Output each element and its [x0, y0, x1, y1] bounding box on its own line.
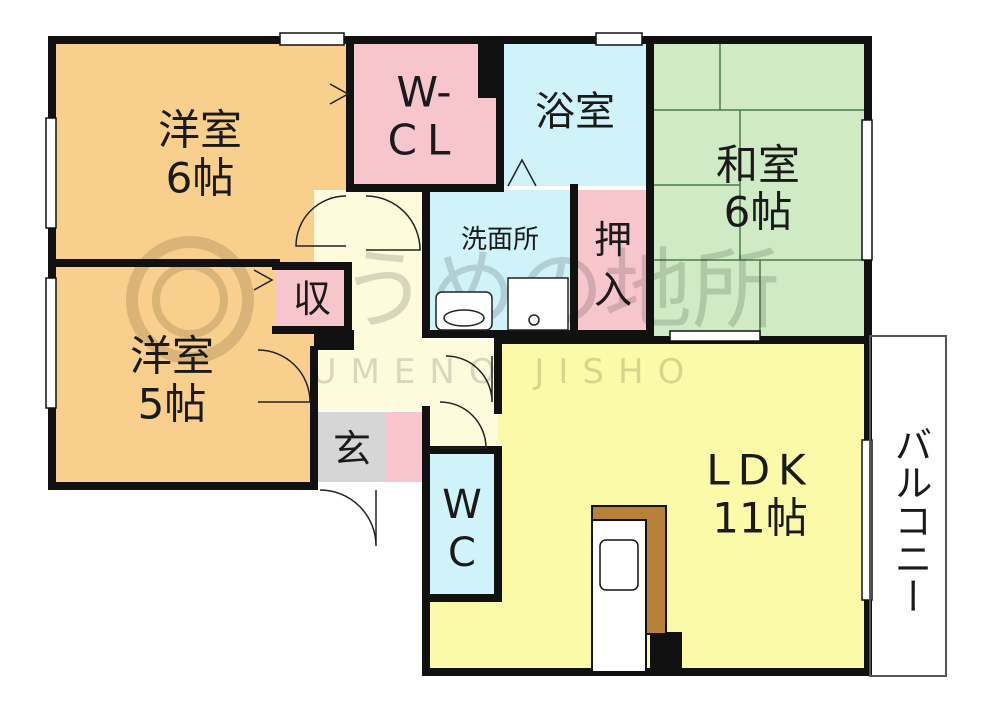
walk-in-closet-line2: CL [388, 116, 461, 165]
bathroom-fill [500, 42, 650, 186]
western-room-6-name: 洋室 [158, 106, 242, 155]
storage-label: 収 [293, 277, 331, 321]
wall-blocks [314, 40, 682, 674]
balcony-fill [870, 336, 946, 676]
oshiire-line2: 入 [594, 268, 632, 312]
oshiire-line1: 押 [594, 218, 632, 262]
balcony-outline [869, 335, 947, 677]
washroom-fixtures [435, 277, 569, 331]
japanese-room-fill [650, 40, 868, 336]
toilet-line1: W [442, 482, 482, 528]
western-room-5-size: 5帖 [138, 380, 207, 429]
tatami-lines [650, 40, 868, 336]
windows [45, 32, 873, 601]
watermark-sub-text: UMENO JISHO [312, 352, 699, 392]
doors [253, 83, 537, 547]
toilet-line2: C [448, 530, 476, 576]
entrance-fill [318, 412, 386, 482]
washroom-label: 洗面所 [461, 225, 539, 255]
entrance-step-fill [386, 412, 422, 482]
walk-in-closet-line1: W- [397, 68, 452, 117]
ldk-name: LDK [706, 446, 813, 495]
western-room-5-fill [52, 263, 314, 486]
kitchen-counter [591, 505, 667, 673]
toilet-fill [428, 452, 496, 596]
japanese-room-size: 6帖 [724, 188, 793, 237]
japanese-room-name: 和室 [716, 141, 800, 190]
western-room-6-size: 6帖 [166, 154, 235, 203]
ldk-size: 11帖 [712, 494, 807, 543]
oshiire-fill [578, 190, 650, 334]
storage-fill [276, 266, 348, 330]
entrance-label: 玄 [333, 427, 371, 471]
walk-in-closet-fill [354, 42, 498, 188]
bathroom-label: 浴室 [535, 89, 615, 135]
balcony-label: バルコニー [888, 425, 932, 615]
western-room-5-name: 洋室 [130, 332, 214, 381]
